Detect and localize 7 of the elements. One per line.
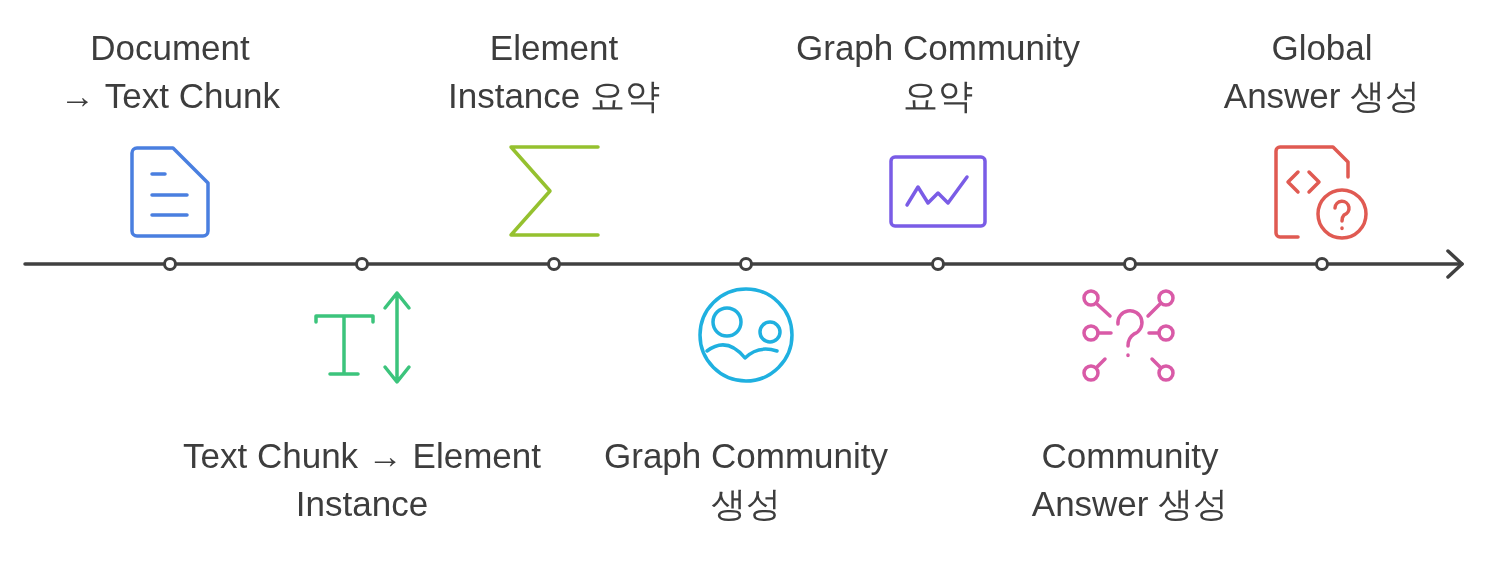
step-label: Community Answer 생성 [1030, 435, 1230, 525]
step-label: Global Answer 생성 [1222, 27, 1422, 117]
step-label: Graph Community 생성 [603, 435, 889, 525]
step-label: Text Chunk → Element Instance [182, 435, 542, 525]
step-label: Element Instance 요약 [446, 27, 661, 117]
step-label: Graph Community 요약 [795, 27, 1081, 117]
step-label: Document → Text Chunk [59, 27, 281, 117]
